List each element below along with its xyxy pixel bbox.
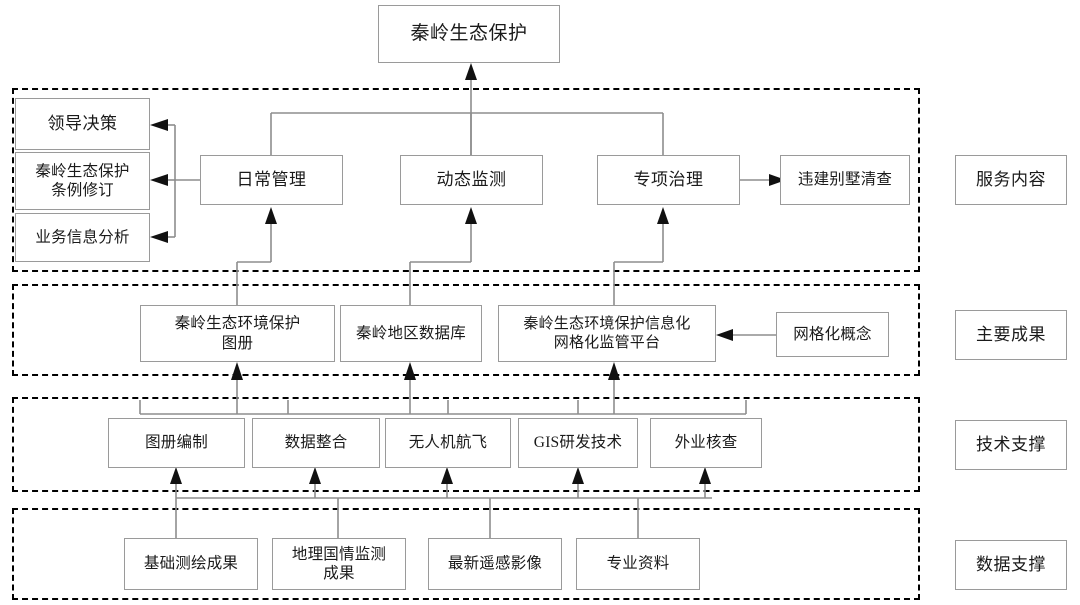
node-data-integration[interactable]: 数据整合 — [252, 418, 380, 468]
node-field-verification[interactable]: 外业核查 — [650, 418, 762, 468]
node-special-governance[interactable]: 专项治理 — [597, 155, 740, 205]
node-dynamic-monitoring[interactable]: 动态监测 — [400, 155, 543, 205]
node-protection-atlas[interactable]: 秦岭生态环境保护 图册 — [140, 305, 335, 362]
node-root[interactable]: 秦岭生态保护 — [378, 5, 560, 63]
node-business-info-analysis[interactable]: 业务信息分析 — [15, 213, 150, 262]
lane-label-tech: 技术支撑 — [955, 420, 1067, 470]
node-uav-flight[interactable]: 无人机航飞 — [385, 418, 511, 468]
node-grid-supervision-platform[interactable]: 秦岭生态环境保护信息化 网格化监管平台 — [498, 305, 716, 362]
node-geographic-census-results[interactable]: 地理国情监测 成果 — [272, 538, 406, 590]
node-basic-surveying-results[interactable]: 基础测绘成果 — [124, 538, 258, 590]
lane-band-data — [12, 508, 920, 600]
lane-label-data: 数据支撑 — [955, 540, 1067, 590]
node-illegal-villa-inspection[interactable]: 违建别墅清查 — [780, 155, 910, 205]
node-leadership-decision[interactable]: 领导决策 — [15, 98, 150, 150]
node-atlas-compilation[interactable]: 图册编制 — [108, 418, 245, 468]
node-grid-concept[interactable]: 网格化概念 — [776, 312, 889, 357]
node-region-database[interactable]: 秦岭地区数据库 — [340, 305, 482, 362]
lane-band-tech — [12, 397, 920, 492]
lane-label-service: 服务内容 — [955, 155, 1067, 205]
lane-band-service — [12, 88, 920, 272]
node-regulation-revision[interactable]: 秦岭生态保护 条例修订 — [15, 152, 150, 210]
node-professional-materials[interactable]: 专业资料 — [576, 538, 700, 590]
node-gis-development[interactable]: GIS研发技术 — [518, 418, 638, 468]
lane-band-results — [12, 284, 920, 376]
node-daily-management[interactable]: 日常管理 — [200, 155, 343, 205]
node-latest-remote-sensing[interactable]: 最新遥感影像 — [428, 538, 562, 590]
lane-label-results: 主要成果 — [955, 310, 1067, 360]
